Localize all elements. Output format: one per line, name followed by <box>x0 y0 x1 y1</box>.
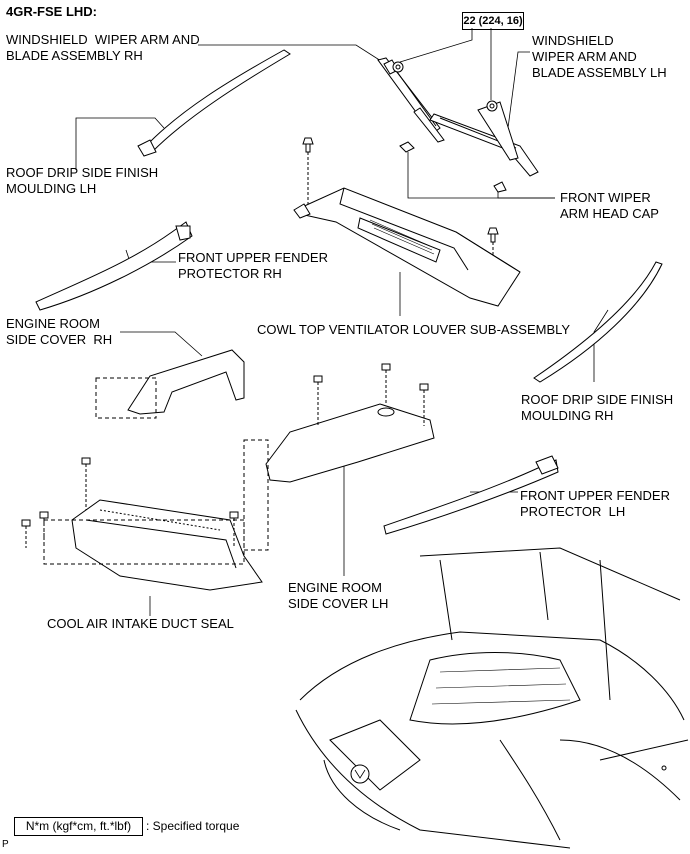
fender-protector-rh <box>35 221 193 311</box>
corner-mark: P <box>2 839 9 850</box>
label-fender-protector-rh: FRONT UPPER FENDER PROTECTOR RH <box>178 250 328 281</box>
clips <box>302 137 499 270</box>
label-roof-drip-lh: ROOF DRIP SIDE FINISH MOULDING LH <box>6 165 159 196</box>
fender-protector-lh <box>383 455 559 535</box>
label-wiper-arm-rh: WINDSHIELD WIPER ARM AND BLADE ASSEMBLY … <box>6 32 200 63</box>
label-cowl-louver: COWL TOP VENTILATOR LOUVER SUB-ASSEMBLY <box>257 322 571 337</box>
wiper-head-caps <box>399 141 507 193</box>
label-engine-side-cover-rh: ENGINE ROOM SIDE COVER RH <box>6 316 113 347</box>
diagram-title: 4GR-FSE LHD: <box>6 4 97 19</box>
label-roof-drip-rh: ROOF DRIP SIDE FINISH MOULDING RH <box>521 392 674 423</box>
label-intake-duct-seal: COOL AIR INTAKE DUCT SEAL <box>47 616 234 631</box>
label-wiper-arm-lh: WINDSHIELD WIPER ARM AND BLADE ASSEMBLY … <box>532 33 667 80</box>
bolts-lh-cover <box>313 363 429 426</box>
cowl-louver <box>293 187 521 307</box>
bolts-seal <box>21 457 239 548</box>
engine-side-cover-lh <box>243 403 435 551</box>
wiper-arm-lh <box>429 100 539 177</box>
engine-side-cover-rh <box>95 349 245 419</box>
intake-duct-seal <box>43 499 263 591</box>
wiper-arm-rh <box>377 57 445 143</box>
torque-legend-box: N*m (kgf*cm, ft.*lbf) <box>14 817 143 836</box>
vehicle-engine-bay <box>295 547 689 849</box>
roof-drip-moulding-rh <box>533 261 663 383</box>
torque-legend-text: : Specified torque <box>146 819 240 833</box>
label-fender-protector-lh: FRONT UPPER FENDER PROTECTOR LH <box>520 488 670 519</box>
roof-drip-moulding-lh <box>137 49 291 157</box>
torque-spec-box: 22 (224, 16) <box>462 12 524 30</box>
label-wiper-head-cap: FRONT WIPER ARM HEAD CAP <box>560 190 659 221</box>
label-engine-side-cover-lh: ENGINE ROOM SIDE COVER LH <box>288 580 389 611</box>
